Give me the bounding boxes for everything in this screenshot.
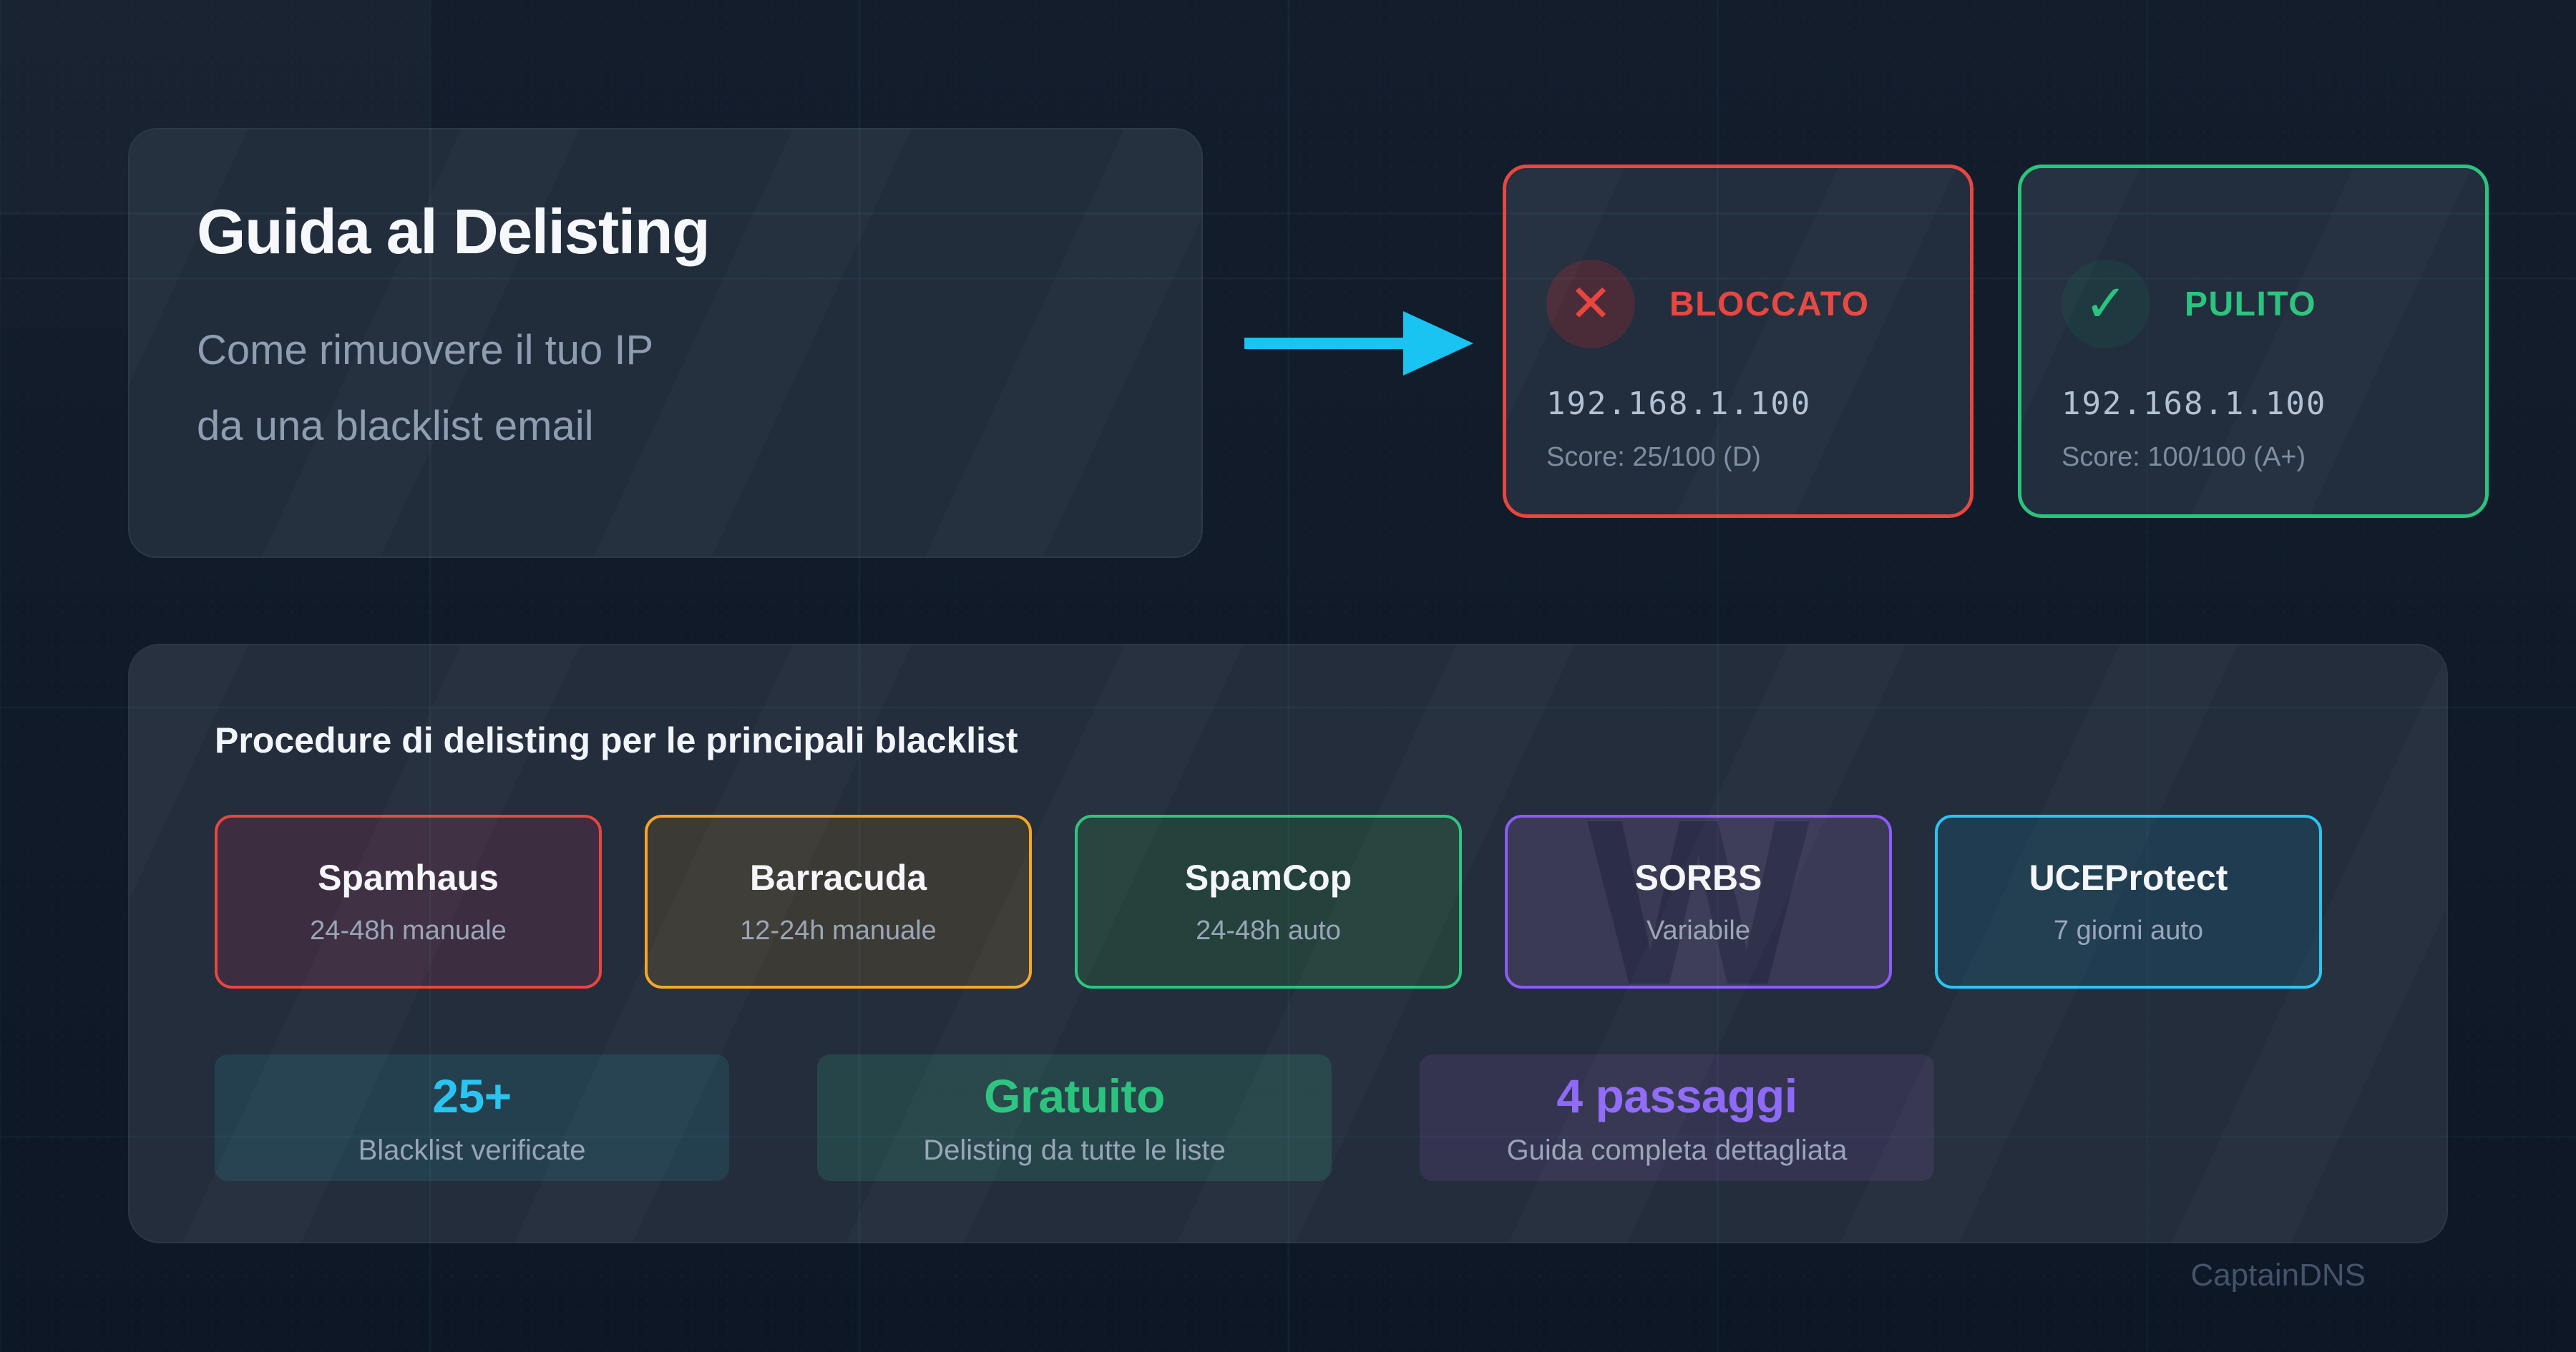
arrow-right-icon [1244,311,1473,376]
status-header-row: ✓ PULITO [2062,260,2457,348]
hero-subtitle-line1: Come rimuovere il tuo IP [197,327,654,373]
stats-row: 25+ Blacklist verificate Gratuito Delist… [215,1054,1934,1181]
status-icon-circle: ✕ [1546,260,1635,348]
x-icon: ✕ [1568,275,1613,333]
stat-label: Guida completa dettagliata [1506,1135,1848,1166]
sorbs-watermark: W [1586,815,1810,989]
score-text: Score: 25/100 (D) [1546,442,1761,472]
procedures-title: Procedure di delisting per le principali… [215,720,1018,760]
stat-label: Delisting da tutte le liste [923,1135,1226,1166]
blacklist-time: 24-48h manuale [310,916,507,946]
blacklist-name: Barracuda [749,858,927,898]
status-card-clean: ✓ PULITO 192.168.1.100 Score: 100/100 (A… [2018,165,2489,518]
stat-value: Gratuito [984,1069,1165,1122]
blacklist-card-barracuda: Barracuda 12-24h manuale [645,815,1032,989]
stat-badge-steps: 4 passaggi Guida completa dettagliata [1420,1054,1934,1181]
stat-badge-blacklists: 25+ Blacklist verificate [215,1054,729,1181]
brand-watermark: CaptainDNS [2190,1258,2366,1293]
status-icon-circle: ✓ [2062,260,2150,348]
stat-label: Blacklist verificate [358,1135,586,1166]
hero-subtitle-line2: da una blacklist email [197,402,594,449]
blacklist-name: UCEProtect [2029,858,2228,898]
stat-badge-free: Gratuito Delisting da tutte le liste [817,1054,1332,1181]
blacklist-card-spamcop: SpamCop 24-48h auto [1075,815,1462,989]
stat-value: 4 passaggi [1556,1069,1797,1122]
blacklist-card-spamhaus: Spamhaus 24-48h manuale [215,815,602,989]
page-title: Guida al Delisting [197,196,711,267]
blacklist-card-sorbs: W SORBS Variabile [1505,815,1892,989]
status-label-clean: PULITO [2185,285,2317,323]
score-text: Score: 100/100 (A+) [2062,442,2306,472]
ip-address: 192.168.1.100 [1546,386,1812,422]
blacklist-name: Spamhaus [318,858,499,898]
blacklist-card-uceprotect: UCEProtect 7 giorni auto [1935,815,2322,989]
blacklist-time: 24-48h auto [1196,916,1341,946]
status-card-blocked: ✕ BLOCCATO 192.168.1.100 Score: 25/100 (… [1503,165,1974,518]
blacklist-name: SORBS [1634,858,1762,898]
status-label-blocked: BLOCCATO [1669,285,1870,323]
check-icon: ✓ [2084,275,2128,333]
blacklist-time: 12-24h manuale [740,916,937,946]
ip-address: 192.168.1.100 [2062,386,2327,422]
hero-card: Guida al Delisting Come rimuovere il tuo… [128,128,1203,558]
blacklist-time: Variabile [1646,916,1751,946]
blacklist-name: SpamCop [1184,858,1352,898]
status-header-row: ✕ BLOCCATO [1546,260,1941,348]
blacklist-time: 7 giorni auto [2053,916,2204,946]
procedures-card: Procedure di delisting per le principali… [128,644,2448,1243]
hero-subtitle: Come rimuovere il tuo IP da una blacklis… [197,313,1158,464]
stat-value: 25+ [432,1069,512,1122]
blacklist-cards-row: Spamhaus 24-48h manuale Barracuda 12-24h… [215,815,2322,989]
